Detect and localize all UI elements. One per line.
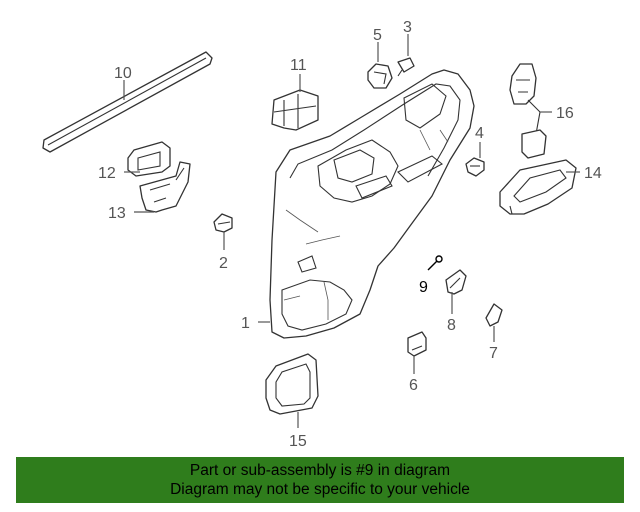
part-15-speaker-grille[interactable] bbox=[265, 353, 319, 415]
callout-4[interactable]: 4 bbox=[475, 125, 484, 142]
callout-15[interactable]: 15 bbox=[289, 433, 307, 450]
part-10-belt-molding[interactable] bbox=[42, 51, 213, 153]
callout-2[interactable]: 2 bbox=[219, 255, 228, 272]
part-7-cap[interactable] bbox=[485, 303, 503, 327]
part-16-lock-assembly[interactable] bbox=[509, 63, 547, 159]
callout-10[interactable]: 10 bbox=[114, 65, 132, 82]
part-1-door-trim-panel[interactable] bbox=[269, 69, 475, 339]
callout-13[interactable]: 13 bbox=[108, 205, 126, 222]
part-6-cap[interactable] bbox=[407, 331, 427, 357]
banner-line-1: Part or sub-assembly is #9 in diagram bbox=[189, 462, 451, 479]
callout-16[interactable]: 16 bbox=[556, 105, 574, 122]
part-11-bracket[interactable] bbox=[271, 89, 319, 131]
callout-11[interactable]: 11 bbox=[290, 57, 307, 74]
part-9-clip[interactable] bbox=[427, 255, 443, 271]
callout-labels: 10 11 5 3 12 13 4 16 14 2 9 1 8 7 6 15 bbox=[98, 19, 602, 450]
banner-line-2: Diagram may not be specific to your vehi… bbox=[170, 481, 470, 498]
part-14-switch-panel[interactable] bbox=[499, 159, 577, 215]
callout-8[interactable]: 8 bbox=[447, 317, 456, 334]
callout-14[interactable]: 14 bbox=[584, 165, 602, 182]
callout-1[interactable]: 1 bbox=[241, 315, 250, 332]
part-5-clip[interactable] bbox=[367, 63, 393, 89]
callout-12[interactable]: 12 bbox=[98, 165, 116, 182]
leader-lines bbox=[123, 34, 580, 428]
part-13-handle-bracket[interactable] bbox=[139, 161, 191, 213]
part-12-handle-bezel[interactable] bbox=[127, 141, 171, 177]
callout-7[interactable]: 7 bbox=[489, 345, 498, 362]
part-8-cover[interactable] bbox=[445, 269, 467, 295]
callout-6[interactable]: 6 bbox=[409, 377, 418, 394]
callout-9[interactable]: 9 bbox=[419, 279, 428, 296]
part-3-screw[interactable] bbox=[397, 57, 415, 77]
callout-3[interactable]: 3 bbox=[403, 19, 412, 36]
part-4-push-clip[interactable] bbox=[465, 157, 485, 177]
callout-5[interactable]: 5 bbox=[373, 27, 382, 44]
notice-banner: Part or sub-assembly is #9 in diagram Di… bbox=[16, 457, 624, 503]
part-2-clip[interactable] bbox=[213, 213, 233, 233]
parts-diagram: 10 11 5 3 12 13 4 16 14 2 9 1 8 7 6 15 bbox=[42, 19, 602, 450]
